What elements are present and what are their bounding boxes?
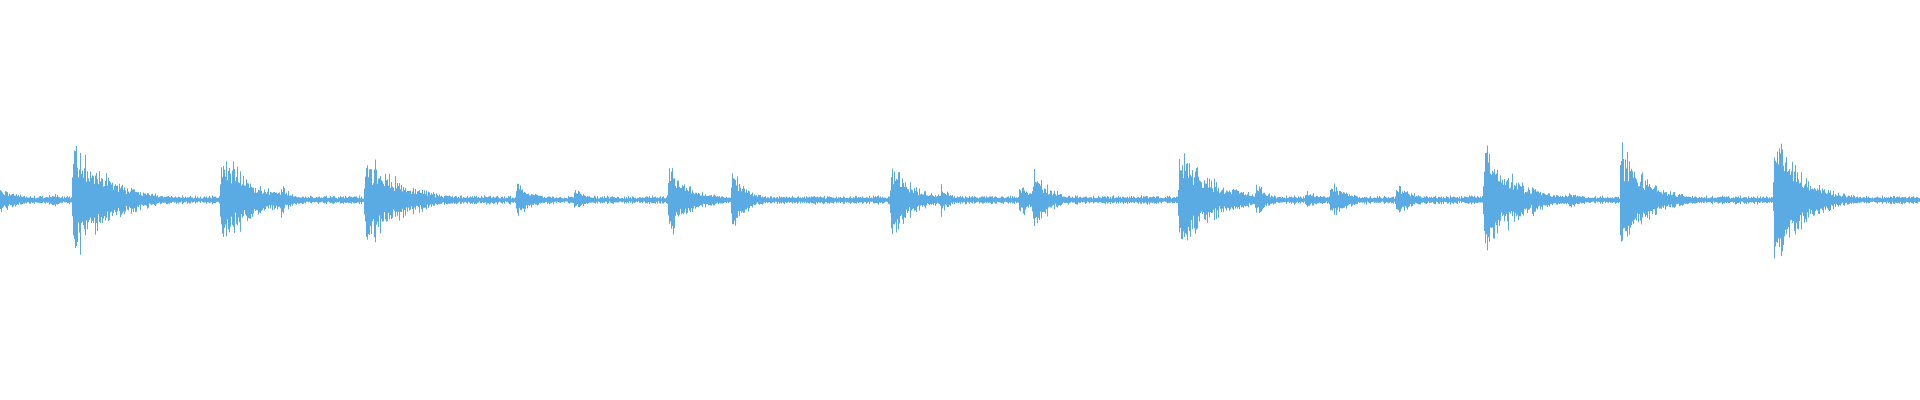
waveform-trace (0, 142, 1920, 259)
